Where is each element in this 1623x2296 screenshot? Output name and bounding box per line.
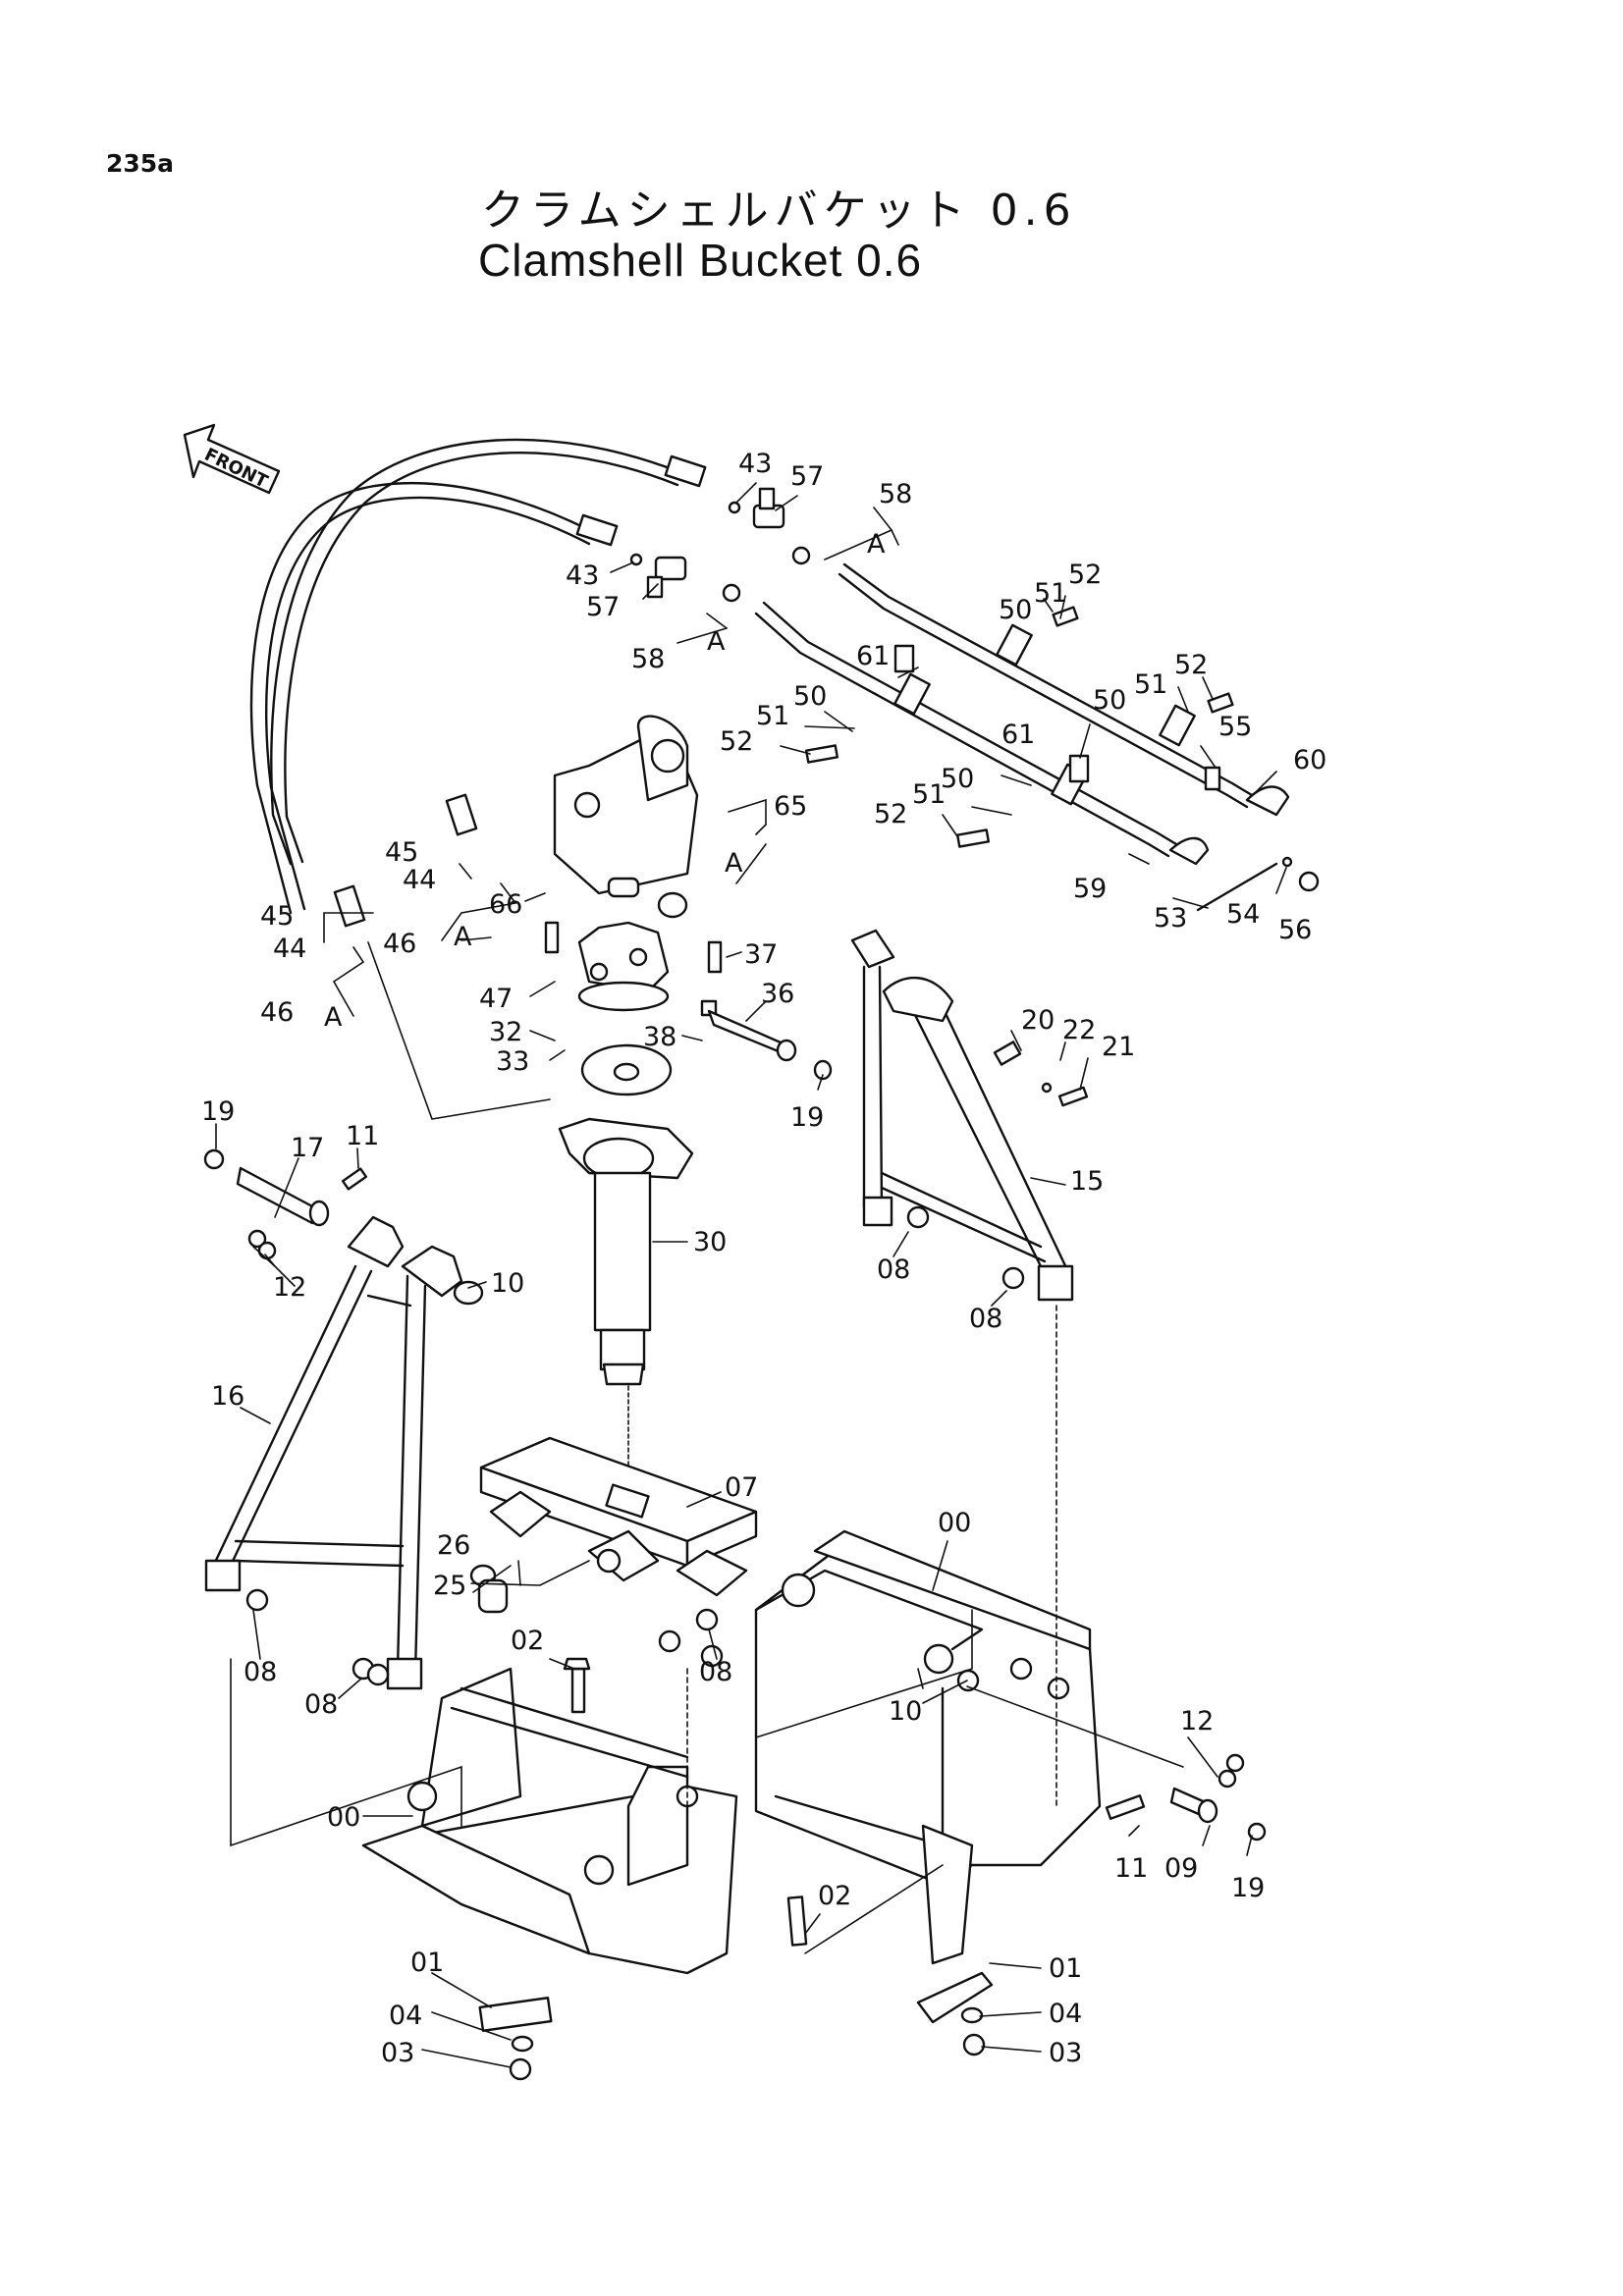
callout-16: 16	[211, 1381, 244, 1412]
callout-44: 44	[273, 934, 306, 964]
callout-04: 04	[389, 2001, 422, 2031]
callout-50: 50	[1093, 685, 1126, 716]
callout-01: 01	[410, 1948, 444, 1978]
callout-61: 61	[856, 641, 890, 671]
callout-44: 44	[403, 865, 436, 895]
callout-a: A	[454, 922, 472, 952]
link-16	[203, 1148, 484, 1690]
callout-08: 08	[243, 1657, 277, 1687]
callout-33: 33	[496, 1046, 529, 1077]
callout-45: 45	[385, 837, 418, 868]
callout-07: 07	[725, 1472, 758, 1503]
callout-15: 15	[1070, 1166, 1104, 1197]
link-15	[850, 929, 1089, 1302]
callout-20: 20	[1021, 1005, 1055, 1036]
bracket-65	[553, 715, 699, 919]
callout-a: A	[324, 1002, 343, 1033]
callout-30: 30	[693, 1227, 727, 1257]
callout-11: 11	[346, 1121, 379, 1151]
callout-03: 03	[381, 2038, 414, 2068]
callout-04: 04	[1049, 1999, 1082, 2029]
top-mount	[544, 921, 723, 1096]
title-english: Clamshell Bucket 0.6	[478, 235, 923, 286]
callout-51: 51	[912, 779, 946, 810]
callout-11: 11	[1114, 1853, 1148, 1884]
callout-19: 19	[1231, 1873, 1265, 1903]
title-japanese: クラムシェルバケット 0.6	[481, 186, 1077, 236]
callout-55: 55	[1218, 712, 1252, 742]
callout-25: 25	[433, 1571, 466, 1601]
callout-54: 54	[1226, 899, 1260, 930]
callout-52: 52	[1174, 650, 1208, 680]
callout-21: 21	[1102, 1032, 1135, 1062]
callout-12: 12	[1180, 1706, 1214, 1736]
callout-50: 50	[999, 595, 1032, 625]
callout-52: 52	[720, 726, 753, 757]
callout-02: 02	[511, 1626, 544, 1656]
callout-17: 17	[291, 1133, 324, 1163]
callout-52: 52	[1068, 560, 1102, 590]
callout-a: A	[867, 529, 886, 560]
callout-43: 43	[566, 561, 599, 591]
callout-61: 61	[1001, 720, 1035, 750]
callout-03: 03	[1049, 2038, 1082, 2068]
callout-22: 22	[1062, 1015, 1096, 1045]
callout-47: 47	[479, 984, 513, 1014]
callout-a: A	[707, 626, 726, 657]
callout-45: 45	[260, 901, 294, 932]
leader-lines	[215, 482, 1287, 2068]
callout-36: 36	[761, 979, 794, 1009]
callout-09: 09	[1164, 1853, 1198, 1884]
callout-50: 50	[793, 681, 827, 712]
callout-52: 52	[874, 799, 907, 829]
bucket-half-left	[361, 1667, 738, 2081]
callout-51: 51	[1134, 669, 1167, 700]
callout-51: 51	[756, 701, 789, 731]
callout-53: 53	[1154, 903, 1187, 934]
callout-46: 46	[260, 997, 294, 1028]
callout-43: 43	[738, 449, 772, 479]
callout-66: 66	[489, 889, 522, 920]
callout-37: 37	[744, 939, 778, 970]
callout-65: 65	[774, 791, 807, 822]
callout-58: 58	[631, 644, 665, 674]
pipe-fittings	[629, 487, 1320, 912]
callout-a: A	[725, 848, 743, 879]
callout-26: 26	[437, 1530, 470, 1561]
callout-08: 08	[877, 1255, 910, 1285]
cylinder-30	[558, 1117, 694, 1513]
callout-10: 10	[491, 1268, 524, 1299]
page-code: 235a	[106, 149, 175, 178]
callout-labels: 43 57 58 A 43 57 58 A 50 51 52 61 50 51 …	[201, 449, 1326, 2068]
callout-46: 46	[383, 929, 416, 959]
callout-57: 57	[586, 592, 620, 622]
callout-58: 58	[879, 479, 912, 509]
callout-59: 59	[1073, 874, 1107, 904]
callout-38: 38	[643, 1022, 676, 1052]
callout-32: 32	[489, 1017, 522, 1047]
callout-19: 19	[790, 1102, 824, 1133]
callout-00: 00	[938, 1508, 971, 1538]
callout-08: 08	[304, 1689, 338, 1720]
callout-51: 51	[1034, 578, 1067, 609]
callout-60: 60	[1293, 745, 1326, 775]
bucket-half-right	[754, 1529, 1267, 2056]
callout-19: 19	[201, 1096, 235, 1127]
callout-08: 08	[699, 1657, 732, 1687]
hydraulic-hoses	[249, 438, 707, 928]
callout-10: 10	[889, 1696, 922, 1727]
callout-50: 50	[941, 764, 974, 794]
front-arrow-icon: FRONT	[183, 423, 281, 495]
callout-08: 08	[969, 1304, 1002, 1334]
callout-12: 12	[273, 1272, 306, 1303]
callout-57: 57	[790, 461, 824, 492]
callout-56: 56	[1278, 915, 1312, 945]
pin-36	[707, 1009, 833, 1081]
callout-01: 01	[1049, 1953, 1082, 1984]
callout-02: 02	[818, 1881, 851, 1911]
callout-00: 00	[327, 1802, 360, 1833]
